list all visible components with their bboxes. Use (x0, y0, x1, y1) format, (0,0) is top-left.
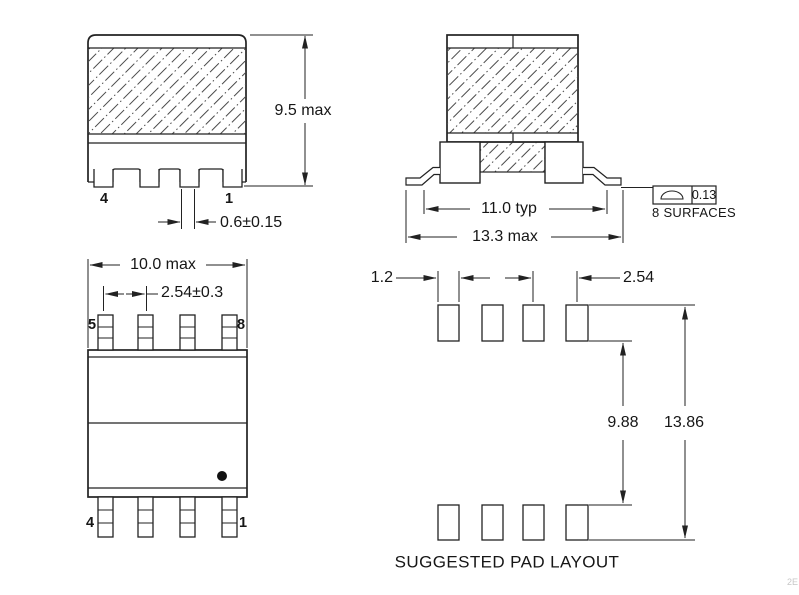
side-lead-span-dimension: 11.0 typ (477, 201, 541, 217)
surfaces-note: 8 SURFACES (652, 205, 736, 220)
top-pin-8-label: 8 (236, 316, 246, 333)
side-overall-dimension: 13.3 max (468, 229, 542, 245)
top-pin-1-label: 1 (238, 514, 248, 531)
pad-outer-span-dimension: 13.86 (659, 415, 709, 431)
front-pin-4-label: 4 (99, 190, 109, 207)
top-view-dimensions (87, 259, 248, 348)
pad-inner-span-dimension: 9.88 (603, 415, 643, 431)
coplanarity-frame (652, 185, 717, 205)
coplanarity-tolerance: 0.13 (691, 187, 717, 202)
pad-pitch-dimension: 2.54 (623, 269, 655, 286)
front-view-dimensions (158, 34, 313, 229)
top-pin-4-label: 4 (85, 514, 95, 531)
top-pin-5-label: 5 (87, 316, 97, 333)
top-width-dimension: 10.0 max (126, 257, 200, 273)
profile-of-surface-icon (660, 190, 684, 200)
pad-layout-outline (437, 304, 589, 541)
front-lead-width-dimension: 0.6±0.15 (220, 214, 283, 231)
front-pin-1-label: 1 (224, 190, 234, 207)
top-view-outline (87, 314, 248, 538)
pad-width-dimension: 1.2 (370, 269, 393, 286)
pad-layout-dimensions (396, 271, 695, 541)
front-height-dimension: 9.5 max (270, 103, 336, 119)
side-view-outline (405, 34, 653, 188)
pad-layout-caption: SUGGESTED PAD LAYOUT (394, 552, 620, 572)
pin1-indicator-dot (217, 471, 227, 481)
corner-artifact: 2E (786, 577, 798, 587)
front-view-outline (87, 34, 247, 188)
top-pitch-dimension: 2.54±0.3 (161, 284, 224, 301)
side-view-dimensions (405, 190, 624, 243)
